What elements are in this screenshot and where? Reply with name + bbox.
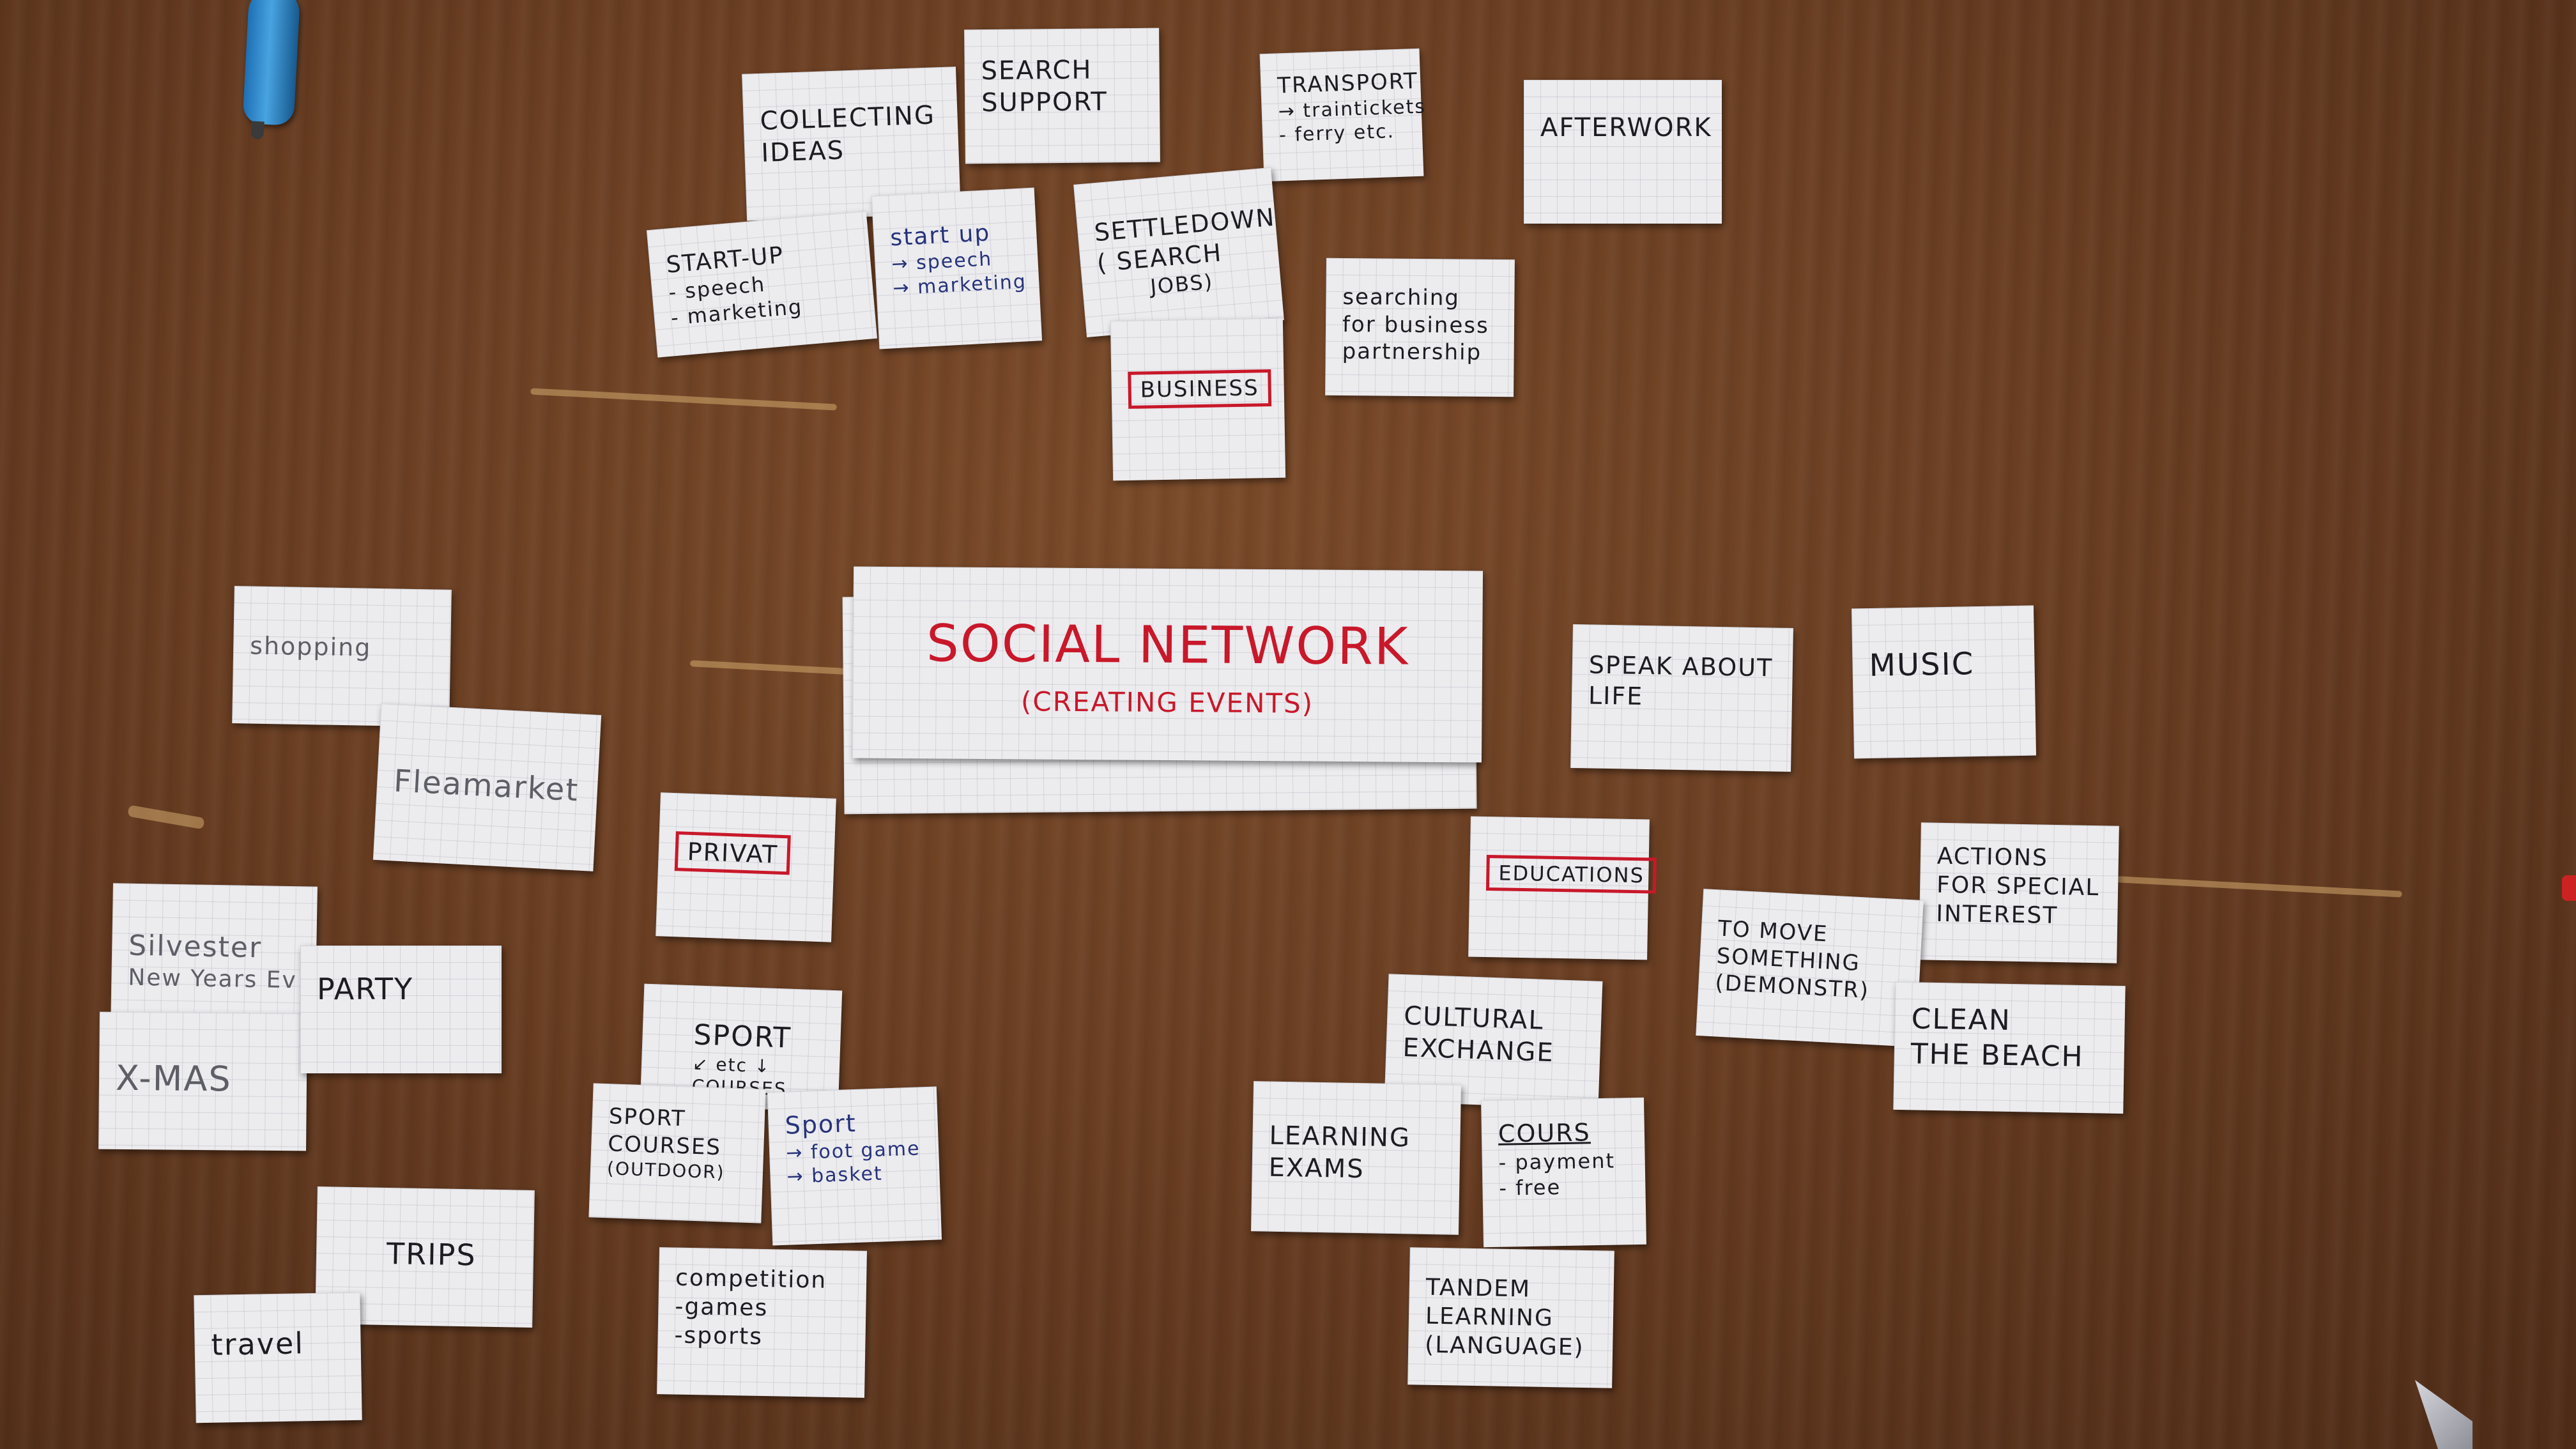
note-xmas: X-MAS [98, 1011, 307, 1151]
center-subtitle: (CREATING EVENTS) [1020, 686, 1314, 719]
note-privat: PRIVAT [656, 792, 836, 942]
center-title: SOCIAL NETWORK [926, 613, 1409, 677]
note-party: PARTY [300, 946, 502, 1073]
note-settledown: SETTLEDOWN ( SEARCH JOBS) [1073, 167, 1284, 338]
wood-scratch [530, 388, 837, 411]
note-travel: travel [194, 1292, 362, 1423]
wood-scratch [689, 660, 857, 675]
note-special-interest: ACTIONS FOR SPECIAL INTEREST [1919, 822, 2119, 963]
note-sport-courses: SPORT COURSES (OUTDOOR) [588, 1083, 766, 1223]
note-business-partnership: searching for business partnership [1325, 257, 1515, 397]
note-educations: EDUCATIONS [1468, 816, 1657, 960]
note-learning-exams: LEARNING EXAMS [1250, 1081, 1462, 1235]
pen-tip [250, 121, 264, 140]
center-note: SOCIAL NETWORK (CREATING EVENTS) [852, 566, 1483, 763]
education-category-label: EDUCATIONS [1485, 855, 1657, 894]
privat-category-label: PRIVAT [674, 831, 792, 875]
note-search-support: SEARCH SUPPORT [964, 27, 1160, 164]
note-transport: TRANSPORT → traintickets - ferry etc. [1259, 48, 1426, 182]
note-business: BUSINESS [1110, 318, 1286, 481]
blue-pen [242, 0, 301, 126]
note-startup-blue: start up → speech → marketing [871, 187, 1043, 349]
note-clean-the-beach: CLEAN THE BEACH [1893, 981, 2126, 1114]
note-silvester: Silvester New Years Ev [111, 883, 318, 1031]
note-afterwork: AFTERWORK [1524, 80, 1722, 224]
note-fleamarket: Fleamarket [372, 703, 602, 871]
note-tandem-learning: TANDEM LEARNING (LANGUAGE) [1407, 1247, 1614, 1388]
note-startup-black: START-UP - speech - marketing [646, 211, 878, 358]
red-object-edge [2562, 875, 2576, 901]
wood-scratch [127, 804, 205, 830]
note-music: MUSIC [1851, 605, 2037, 759]
note-sport-blue: Sport → foot game → basket [767, 1086, 942, 1246]
business-category-label: BUSINESS [1128, 369, 1272, 409]
note-cours: COURS - payment - free [1481, 1097, 1646, 1248]
note-competition: competition -games -sports [657, 1247, 867, 1398]
note-move-something: TO MOVE SOMETHING (DEMONSTR) [1696, 889, 1924, 1047]
note-speak-about-life: SPEAK ABOUT LIFE [1570, 624, 1793, 772]
object-corner [2415, 1380, 2472, 1449]
